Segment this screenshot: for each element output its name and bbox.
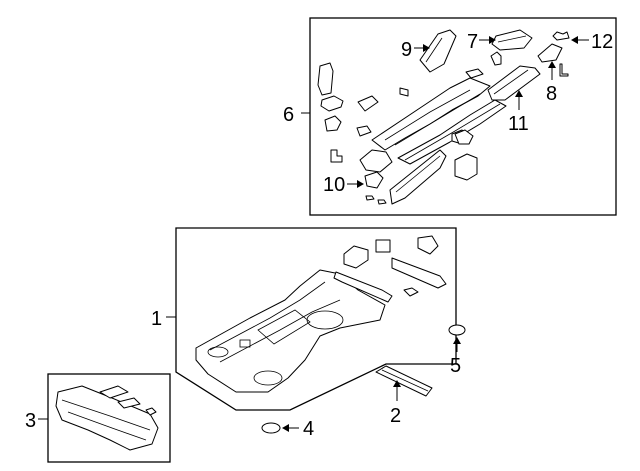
- callout-2: 2: [390, 405, 401, 427]
- small-clip-part: [365, 195, 375, 201]
- item-4-group: 4: [261, 418, 314, 440]
- bracket-part: [356, 125, 372, 137]
- item-5-group: 5: [448, 324, 466, 377]
- callout-9: 9: [401, 39, 412, 61]
- small-bracket-part: [403, 287, 419, 297]
- floor-pan-part: [195, 269, 386, 393]
- bracket-part: [454, 129, 474, 145]
- rail-extension-part: [359, 149, 393, 173]
- panel-part-7: [491, 29, 533, 51]
- clip-part-12: [552, 31, 570, 41]
- item-2-group: 2: [375, 365, 433, 427]
- bracket-part: [330, 149, 343, 163]
- callout-1: 1: [151, 308, 162, 330]
- bracket-part: [320, 95, 344, 112]
- bracket-part: [375, 239, 391, 253]
- main-rail-part: [371, 77, 491, 151]
- bracket-part-10: [364, 171, 384, 189]
- small-bracket-part: [490, 51, 502, 66]
- plug-part-4: [261, 422, 281, 434]
- bracket-part: [317, 62, 334, 96]
- bracket-part: [324, 115, 342, 132]
- crossmember-part: [391, 257, 447, 289]
- group-box-3: 3: [25, 373, 171, 463]
- group-box-6: 6: [283, 17, 617, 216]
- bracket-part: [357, 95, 379, 112]
- plug-part-5: [448, 324, 466, 336]
- small-clip-part: [145, 407, 157, 416]
- side-channel-part: [487, 65, 541, 101]
- callout-11: 11: [508, 113, 529, 135]
- callout-8: 8: [546, 83, 557, 105]
- callout-10: 10: [323, 174, 345, 196]
- callout-5: 5: [450, 355, 461, 377]
- callout-4: 4: [303, 418, 314, 440]
- small-bracket-part: [465, 68, 484, 79]
- bracket-part: [454, 153, 478, 181]
- group-box-1: 1: [151, 227, 457, 411]
- crossmember-part: [333, 271, 393, 303]
- small-clip-part: [377, 199, 387, 205]
- crossmember-part-2: [375, 365, 433, 397]
- callout-12: 12: [591, 31, 613, 53]
- bracket-part: [99, 385, 129, 399]
- callout-6: 6: [283, 104, 294, 126]
- callout-7: 7: [467, 31, 478, 53]
- reinforcement-part-9: [419, 29, 457, 73]
- bracket-part: [117, 397, 141, 409]
- small-bracket-part: [559, 63, 569, 77]
- lower-channel-part: [389, 149, 447, 205]
- bracket-part: [417, 235, 439, 255]
- small-bracket-part: [399, 87, 409, 97]
- bracket-part-8: [537, 43, 563, 63]
- bracket-part: [343, 245, 369, 269]
- callout-3: 3: [25, 410, 36, 432]
